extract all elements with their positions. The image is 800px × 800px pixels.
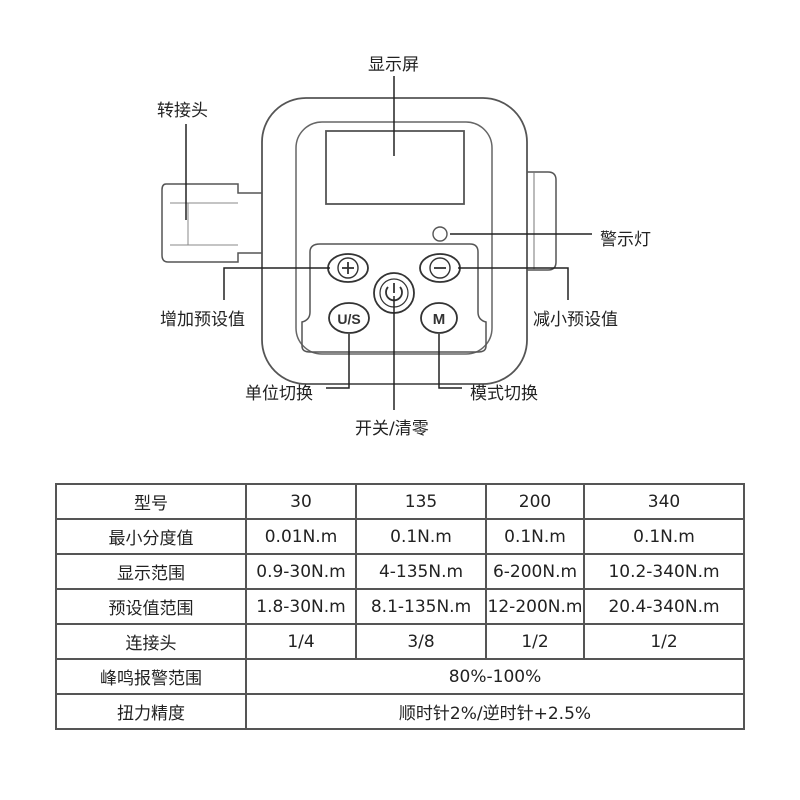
- display-screen: [325, 130, 465, 205]
- increase-preset-label: 增加预设值: [160, 310, 245, 330]
- leader-mode: [438, 334, 462, 389]
- table-cell: 340: [583, 483, 745, 520]
- table-cell: 135: [355, 483, 487, 520]
- warning-light: [432, 226, 448, 242]
- adapter-body: [161, 183, 270, 263]
- leader-increase: [223, 267, 330, 300]
- table-cell: 12-200N.m: [485, 588, 585, 625]
- us-button-label: U/S: [337, 311, 360, 327]
- table-cell: 顺时针2%/逆时针+2.5%: [245, 693, 745, 730]
- decrease-preset-label: 减小预设值: [533, 310, 618, 330]
- power-clear-label: 开关/清零: [355, 419, 429, 439]
- table-cell: 峰鸣报警范围: [55, 658, 247, 695]
- table-cell: 3/8: [355, 623, 487, 660]
- unit-switch-label: 单位切换: [245, 384, 313, 404]
- table-cell: 1/4: [245, 623, 357, 660]
- table-cell: 0.9-30N.m: [245, 553, 357, 590]
- table-cell: 显示范围: [55, 553, 247, 590]
- table-cell: 扭力精度: [55, 693, 247, 730]
- table-cell: 0.1N.m: [485, 518, 585, 555]
- torque-adapter-diagram: U/S M: [161, 76, 592, 410]
- table-row: 连接头 1/4 3/8 1/2 1/2: [55, 623, 745, 660]
- table-cell: 1.8-30N.m: [245, 588, 357, 625]
- leader-decrease: [458, 267, 569, 300]
- table-cell: 0.1N.m: [583, 518, 745, 555]
- display-label: 显示屏: [368, 55, 419, 75]
- table-header-row: 型号 30 135 200 340: [55, 483, 745, 520]
- table-cell: 6-200N.m: [485, 553, 585, 590]
- warning-light-label: 警示灯: [600, 230, 651, 250]
- table-cell: 200: [485, 483, 585, 520]
- m-button[interactable]: [420, 302, 458, 334]
- button-panel: [301, 243, 487, 353]
- m-button-label: M: [433, 311, 446, 328]
- table-row: 峰鸣报警范围 80%-100%: [55, 658, 745, 695]
- table-cell: 预设值范围: [55, 588, 247, 625]
- table-cell: 10.2-340N.m: [583, 553, 745, 590]
- mode-switch-label: 模式切换: [470, 384, 538, 404]
- minus-button-ring: [429, 257, 451, 279]
- right-knob: [519, 171, 557, 271]
- table-cell: 20.4-340N.m: [583, 588, 745, 625]
- table-cell: 1/2: [583, 623, 745, 660]
- us-button[interactable]: [328, 302, 370, 334]
- spec-table: 型号 30 135 200 340 最小分度值 0.01N.m 0.1N.m 0…: [55, 483, 745, 730]
- table-row: 预设值范围 1.8-30N.m 8.1-135N.m 12-200N.m 20.…: [55, 588, 745, 625]
- table-cell: 30: [245, 483, 357, 520]
- table-row: 显示范围 0.9-30N.m 4-135N.m 6-200N.m 10.2-34…: [55, 553, 745, 590]
- table-row: 扭力精度 顺时针2%/逆时针+2.5%: [55, 693, 745, 730]
- table-row: 最小分度值 0.01N.m 0.1N.m 0.1N.m 0.1N.m: [55, 518, 745, 555]
- table-cell: 0.1N.m: [355, 518, 487, 555]
- table-cell: 80%-100%: [245, 658, 745, 695]
- leader-unit: [326, 334, 350, 389]
- table-cell: 连接头: [55, 623, 247, 660]
- table-cell: 型号: [55, 483, 247, 520]
- table-cell: 0.01N.m: [245, 518, 357, 555]
- table-cell: 8.1-135N.m: [355, 588, 487, 625]
- table-cell: 最小分度值: [55, 518, 247, 555]
- table-cell: 4-135N.m: [355, 553, 487, 590]
- adapter-label: 转接头: [157, 101, 208, 121]
- plus-button-ring: [337, 257, 359, 279]
- table-cell: 1/2: [485, 623, 585, 660]
